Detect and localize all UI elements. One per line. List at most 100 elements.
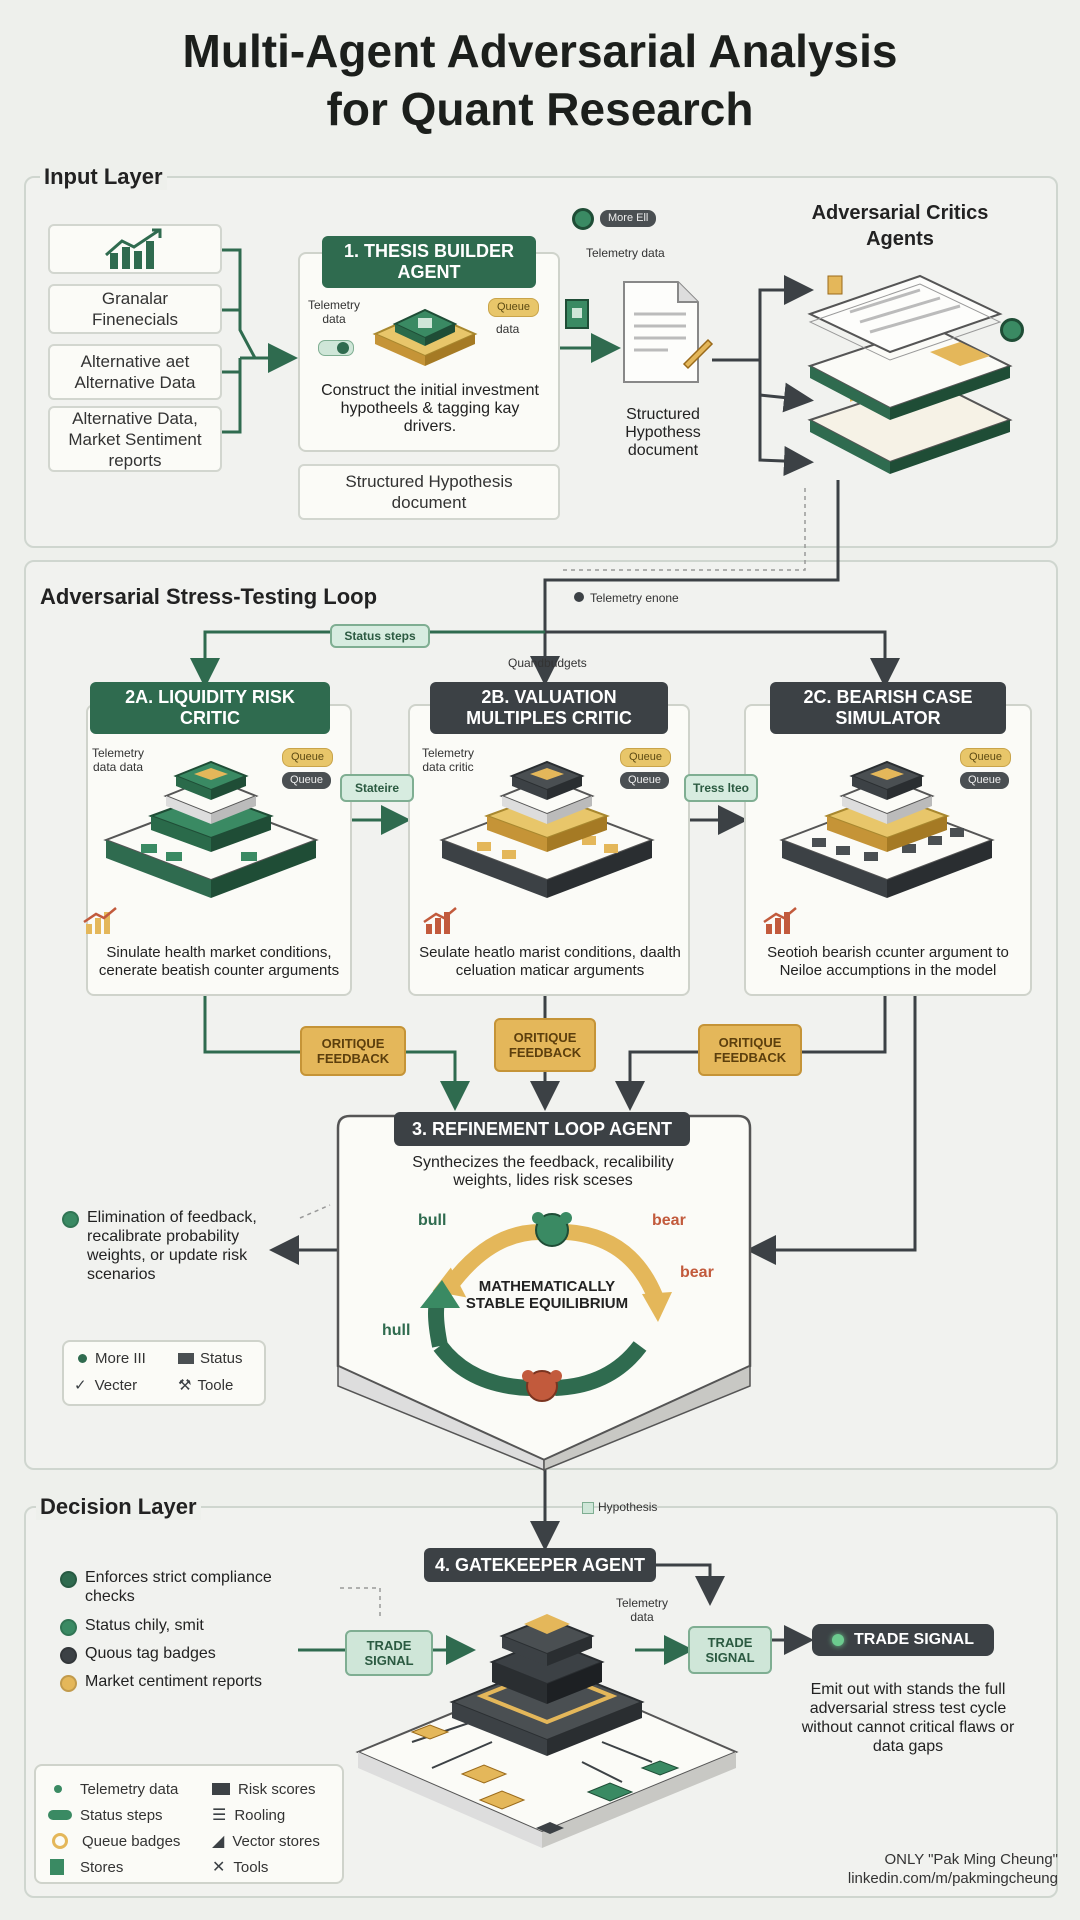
- legend-vector-stores-text: Vector stores: [232, 1832, 320, 1850]
- legend-telemetry-dot: [54, 1785, 62, 1793]
- queue-budgets-label: Quandbudgets: [508, 656, 587, 670]
- agent-2c-badge1: Queue: [960, 748, 1012, 767]
- input-alternative-data: Alternative aet Alternative Data: [48, 344, 222, 400]
- legend-tools-bottom: ✕ Tools: [212, 1854, 320, 1880]
- legend-queue-badges: Queue badges: [48, 1828, 180, 1854]
- gatekeeper-platform-icon: [355, 1614, 739, 1848]
- legend-telemetry: Telemetry data: [48, 1776, 180, 1802]
- trade-signal-in: TRADE SIGNAL: [345, 1630, 433, 1676]
- status-steps-tag: Status steps: [330, 624, 430, 648]
- decision-bullet-2: Status chily, smit: [60, 1616, 310, 1636]
- trade-signal-out: TRADE SIGNAL: [688, 1626, 772, 1674]
- legend-rooling: ☰ Rooling: [212, 1802, 320, 1828]
- equilibrium-label: MATHEMATICALLY STABLE EQUILIBRIUM: [465, 1278, 629, 1312]
- credit: ONLY "Pak Ming Cheung" linkedin.com/m/pa…: [848, 1850, 1058, 1888]
- thesis-toggle[interactable]: [318, 340, 354, 356]
- feedback-tag-a: ORITIQUE FEEDBACK: [300, 1026, 406, 1076]
- loop-legend-card: [62, 1340, 266, 1406]
- decision-layer-label: Decision Layer: [36, 1494, 201, 1520]
- legend-more-text: More III: [95, 1350, 146, 1367]
- risk-scores-icon: [212, 1783, 230, 1795]
- legend-risk-scores-text: Risk scores: [238, 1780, 316, 1798]
- agent-2b-telemetry: Telemetry data critic: [421, 746, 474, 774]
- legend-tools-text: Toole: [197, 1376, 234, 1394]
- bottom-legend-card: [34, 1764, 344, 1884]
- mid-tag-2a-2b: Stateire: [340, 774, 414, 802]
- emit-note: Emit out with stands the full adversaria…: [801, 1681, 1015, 1755]
- decision-bullet-3-text: Quous tag badges: [85, 1645, 216, 1662]
- legend-telemetry-text: Telemetry data: [80, 1780, 179, 1798]
- small-chip-icon: [565, 299, 589, 329]
- agent-2c-chart-icon: [763, 907, 797, 934]
- agent-2a-badge2: Queue: [282, 772, 332, 789]
- legend-status-box: [178, 1353, 194, 1364]
- input-granular-financials: Granalar Finenecials: [48, 284, 222, 334]
- bottom-legend-right: Risk scores ☰ Rooling ◢ Vector stores ✕ …: [212, 1776, 320, 1880]
- bear-top-label: bear: [652, 1212, 686, 1229]
- side-note-dot: [62, 1211, 79, 1228]
- mid-tag-2b-2c: Tress lteo: [684, 774, 758, 802]
- decision-bullet-2-text: Status chily, smit: [85, 1617, 204, 1634]
- hypothesis-label: Hypothesis: [598, 1500, 658, 1514]
- telemetry-top-dot: [574, 592, 584, 602]
- legend-status-text: Status: [200, 1350, 243, 1367]
- legend-status: Status: [178, 1350, 243, 1367]
- legend-vector-text: Vecter: [94, 1376, 138, 1394]
- thesis-agent-chip-icon: [372, 308, 478, 366]
- telemetry-top-label: Telemetry enone: [590, 591, 679, 605]
- legend-vector: ✓ Vecter: [74, 1376, 138, 1395]
- check-icon: ✓: [74, 1377, 87, 1394]
- legend-status-steps: Status steps: [48, 1802, 180, 1828]
- title-line-1: Multi-Agent Adversarial Analysis: [182, 25, 898, 77]
- more-badge: More Ell: [600, 210, 657, 227]
- bull-top-label: bull: [418, 1212, 447, 1229]
- agent-2b-header: 2B. VALUATION MULTIPLES CRITIC: [430, 682, 668, 734]
- agent-2a-server-icon: [103, 760, 319, 898]
- telemetry-data-right: Telemetry data: [586, 246, 665, 260]
- thesis-badge-sub: data: [496, 322, 520, 336]
- input-layer-label: Input Layer: [40, 164, 167, 190]
- rooling-icon: ☰: [212, 1807, 227, 1824]
- trade-signal-final-text: TRADE SIGNAL: [854, 1631, 974, 1648]
- agent-2b-badge1: Queue: [620, 748, 672, 767]
- decision-bullet-1: Enforces strict compliance checks: [60, 1568, 310, 1606]
- legend-tools-bottom-text: Tools: [233, 1858, 269, 1876]
- credit-link[interactable]: linkedin.com/m/pakmingcheung: [847, 1870, 1058, 1887]
- input-market-sentiment: Alternative Data, Market Sentiment repor…: [48, 406, 222, 472]
- decision-bullet-1-dot: [60, 1571, 77, 1588]
- doc-label: Structured Hypothess document: [625, 406, 701, 459]
- legend-rooling-text: Rooling: [234, 1806, 286, 1824]
- agent-2a-header: 2A. LIQUIDITY RISK CRITIC: [90, 682, 330, 734]
- thesis-toggle-knob: [337, 342, 349, 354]
- stores-icon: [50, 1859, 64, 1875]
- thesis-telemetry-label: Telemetry data: [307, 298, 360, 326]
- thesis-description: Construct the initial investment hypothe…: [321, 382, 539, 435]
- decision-bullet-4: Market centiment reports: [60, 1672, 310, 1692]
- agent-2a-chart-icon: [83, 907, 117, 934]
- agent-2c-badge2: Queue: [960, 772, 1010, 789]
- decision-bullet-4-text: Market centiment reports: [85, 1673, 262, 1690]
- bull-left-label: hull: [382, 1322, 411, 1339]
- decision-bullets: Enforces strict compliance checks Status…: [60, 1568, 310, 1692]
- agent-2b-description: Seulate heatlo marist conditions, daalth…: [419, 944, 681, 979]
- signal-led-icon: [832, 1634, 844, 1646]
- decision-bullet-4-dot: [60, 1675, 77, 1692]
- refinement-header: 3. REFINEMENT LOOP AGENT: [394, 1112, 690, 1146]
- legend-status-steps-pill: [48, 1810, 72, 1820]
- loop-layer-label: Adversarial Stress-Testing Loop: [40, 584, 378, 609]
- legend-status-steps-text: Status steps: [80, 1806, 163, 1824]
- credit-author: ONLY "Pak Ming Cheung": [884, 1851, 1058, 1868]
- status-dot-green: [572, 208, 594, 230]
- input-chart-card: [48, 224, 222, 274]
- equilibrium-cycle-icon: [420, 1212, 672, 1402]
- vector-stores-icon: ◢: [212, 1833, 225, 1850]
- gatekeeper-telemetry: Telemetry data: [615, 1596, 668, 1624]
- agent-2a-badge1: Queue: [282, 748, 334, 767]
- decision-bullet-3-dot: [60, 1647, 77, 1664]
- wrench-icon: ⚒: [178, 1377, 192, 1394]
- bottom-legend-left: Telemetry data Status steps Queue badges…: [48, 1776, 180, 1880]
- side-note: Elimination of feedback, recalibrate pro…: [62, 1208, 282, 1284]
- trade-signal-final: TRADE SIGNAL: [812, 1624, 994, 1656]
- legend-queue-badges-ring: [52, 1833, 68, 1849]
- side-note-text: Elimination of feedback, recalibrate pro…: [87, 1209, 257, 1283]
